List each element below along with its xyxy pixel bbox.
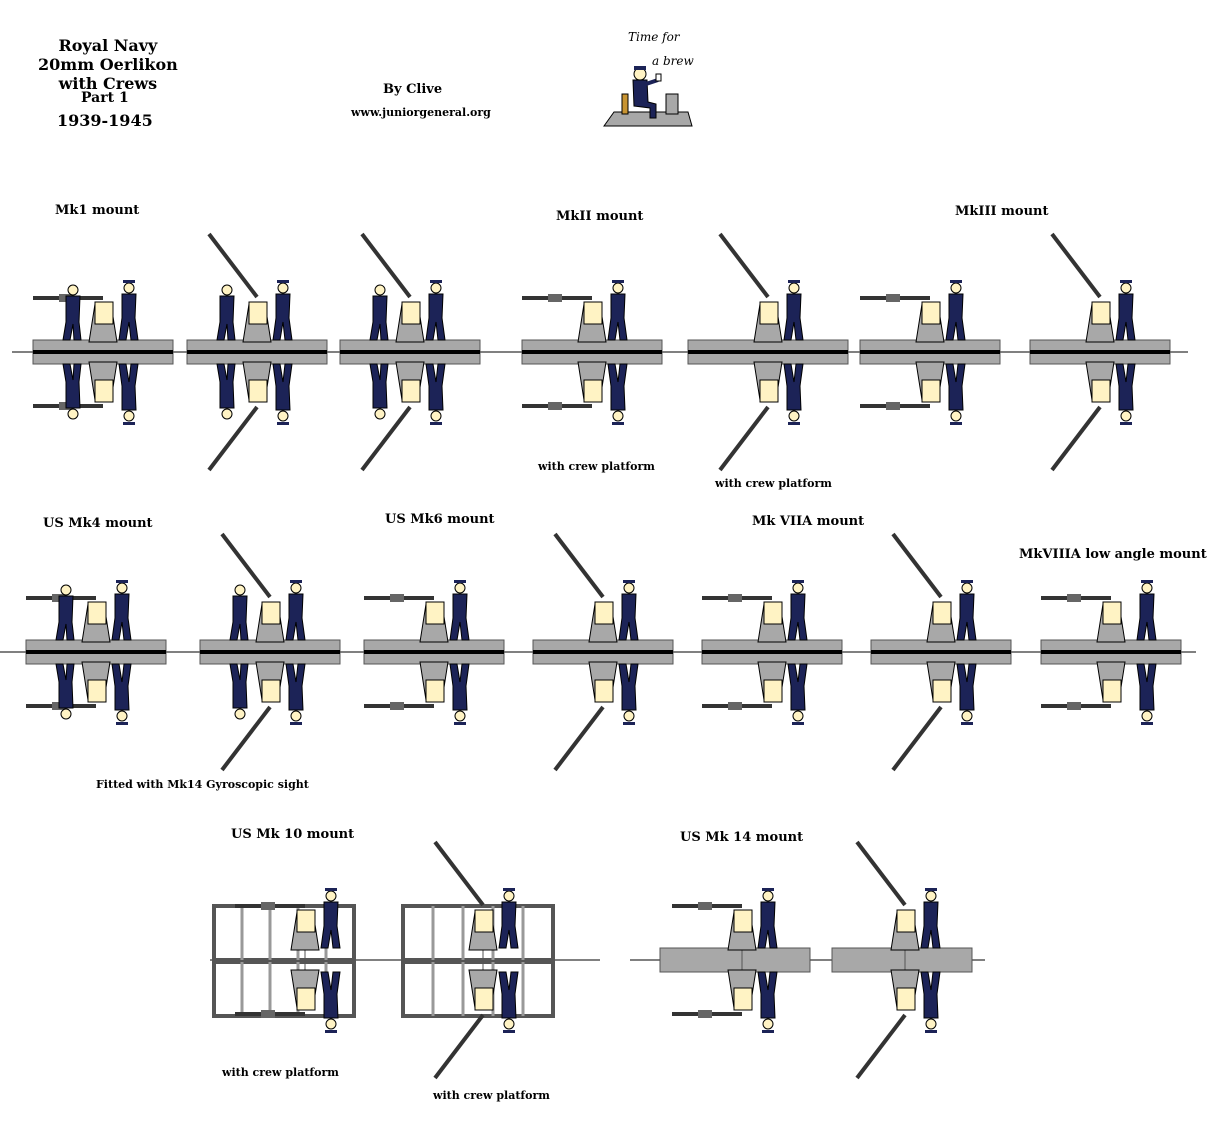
label-us-mk4-mount: US Mk4 mount <box>43 516 153 531</box>
gun-mount-figure <box>701 580 843 725</box>
note-crew-platform-mk2: with crew platform <box>538 460 655 473</box>
logo-line-1: Time for <box>628 30 680 44</box>
gun-mount-figure <box>339 232 481 472</box>
gun-mount-figure <box>855 840 941 1080</box>
title-line-1: Royal Navy <box>58 36 158 55</box>
label-mk7a-mount: Mk VIIA mount <box>752 514 865 529</box>
label-us-mk6-mount: US Mk6 mount <box>385 512 495 527</box>
gun-mount-figure <box>433 840 519 1080</box>
label-mk1-mount: Mk1 mount <box>55 203 140 218</box>
title-line-3: with Crews <box>58 74 158 93</box>
gun-mount-figure <box>687 232 849 472</box>
gun-mount-figure <box>363 580 505 725</box>
sailor-drinking-icon <box>603 66 693 127</box>
gun-mount-figure <box>870 532 1012 772</box>
time-for-a-brew-logo: Time for a brew <box>600 28 700 128</box>
gun-mount-figure <box>25 580 167 725</box>
gun-mount-figure <box>521 280 663 425</box>
gun-mount-figure <box>672 888 778 1033</box>
label-mk8a-mount: MkVIIIA low angle mount <box>1019 547 1207 562</box>
label-mk3-mount: MkIII mount <box>955 204 1049 219</box>
gun-mount-figure <box>1029 232 1171 472</box>
page-title: Royal Navy 20mm Oerlikon with Crews <box>38 36 178 93</box>
label-us-mk10-mount: US Mk 10 mount <box>231 827 355 842</box>
title-line-2: 20mm Oerlikon <box>38 55 178 74</box>
gun-mount-figure <box>1040 580 1182 725</box>
note-crew-platform-mk10: with crew platform <box>222 1066 339 1079</box>
gun-mount-figure <box>32 280 174 425</box>
gun-mount-figure <box>235 888 341 1033</box>
note-gyroscopic-sight: Fitted with Mk14 Gyroscopic sight <box>96 778 309 791</box>
gun-mount-figure <box>186 232 328 472</box>
gun-mount-figure <box>532 532 674 772</box>
note-crew-platform-mk10b: with crew platform <box>433 1089 550 1102</box>
years-label: 1939-1945 <box>57 111 153 130</box>
part-label: Part 1 <box>81 90 129 106</box>
label-mk2-mount: MkII mount <box>556 209 644 224</box>
gun-mount-figure <box>859 280 1001 425</box>
gun-mount-figure <box>199 532 341 772</box>
label-us-mk14-mount: US Mk 14 mount <box>680 830 804 845</box>
logo-line-2: a brew <box>652 54 694 68</box>
note-crew-platform-mk2b: with crew platform <box>715 477 832 490</box>
website-link[interactable]: www.juniorgeneral.org <box>351 106 491 119</box>
author-label: By Clive <box>383 82 443 97</box>
